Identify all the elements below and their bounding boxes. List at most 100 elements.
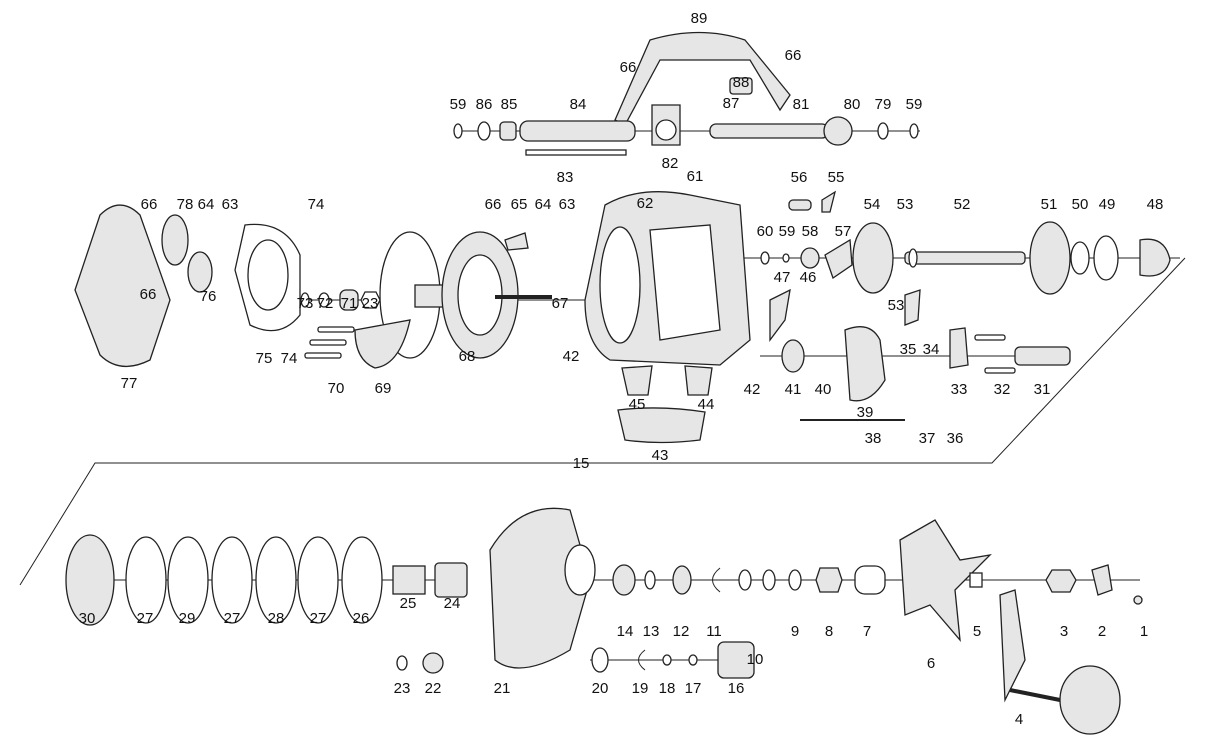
part-label-49: 49: [1099, 196, 1116, 213]
part-2: [1091, 564, 1113, 596]
part-label-29: 29: [179, 610, 196, 627]
part-label-68: 68: [459, 348, 476, 365]
part-gear-78: [161, 214, 189, 266]
part-label-78: 78: [177, 196, 194, 213]
part-pin-56: [788, 199, 812, 211]
part-label-53: 53: [897, 196, 914, 213]
part-label-65: 65: [511, 196, 528, 213]
part-label-66: 66: [785, 47, 802, 64]
part-label-11: 11: [706, 623, 722, 640]
part-label-63: 63: [559, 196, 576, 213]
part-label-54: 54: [864, 196, 881, 213]
part-spool-68: [379, 231, 552, 359]
part-48: [1139, 238, 1171, 277]
part-65: [504, 232, 529, 251]
part-brake-69: [354, 319, 411, 369]
part-label-52: 52: [954, 196, 971, 213]
part-label-41: 41: [785, 381, 802, 398]
part-label-14: 14: [617, 623, 634, 640]
part-side-plate-77: [74, 204, 171, 367]
bearings-73-71: [300, 289, 381, 311]
part-39: [844, 326, 886, 402]
part-label-10: 10: [747, 651, 764, 668]
part-label-63: 63: [222, 196, 239, 213]
part-label-70: 70: [328, 380, 345, 397]
part-label-48: 48: [1147, 196, 1164, 213]
part-label-81: 81: [793, 96, 810, 113]
part-label-13: 13: [643, 623, 660, 640]
part-35: [904, 289, 921, 326]
part-label-77: 77: [121, 375, 138, 392]
small-washers-top: [453, 121, 919, 141]
part-label-15: 15: [573, 455, 590, 472]
part-label-73: 73: [297, 295, 314, 312]
parts-45-44: [621, 365, 713, 396]
part-label-59: 59: [906, 96, 923, 113]
part-ratchet-51: [1029, 221, 1071, 295]
part-83: [525, 149, 627, 156]
part-label-31: 31: [1034, 381, 1051, 398]
part-label-6: 6: [927, 655, 935, 672]
part-label-50: 50: [1072, 196, 1089, 213]
part-label-66: 66: [485, 196, 502, 213]
part-washer-49: [1093, 235, 1119, 281]
part-label-4: 4: [1015, 711, 1023, 728]
part-label-58: 58: [802, 223, 819, 240]
part-label-88: 88: [733, 74, 750, 91]
drag-washers: [125, 536, 383, 624]
part-screw-1: [1133, 595, 1143, 605]
part-main-gear-54: [852, 222, 894, 294]
part-label-62: 62: [637, 195, 654, 212]
part-label-79: 79: [875, 96, 892, 113]
part-25: [392, 565, 426, 595]
part-label-87: 87: [723, 95, 740, 112]
part-label-27: 27: [137, 610, 154, 627]
part-label-44: 44: [698, 396, 715, 413]
part-label-57: 57: [835, 223, 852, 240]
part-label-19: 19: [632, 680, 649, 697]
part-label-59: 59: [779, 223, 796, 240]
part-label-21: 21: [494, 680, 511, 697]
part-label-72: 72: [317, 295, 334, 312]
part-label-33: 33: [951, 381, 968, 398]
part-label-82: 82: [662, 155, 679, 172]
part-side-plate-21: [489, 507, 596, 669]
part-gear-30: [65, 534, 115, 626]
perspective-plane-lines: [19, 257, 1186, 586]
part-label-2: 2: [1098, 623, 1106, 640]
part-label-42: 42: [563, 348, 580, 365]
part-label-61: 61: [687, 168, 704, 185]
part-label-25: 25: [400, 595, 417, 612]
part-handle-4: [999, 589, 1121, 735]
part-gear-80: [823, 116, 853, 146]
part-label-55: 55: [828, 169, 845, 186]
part-label-3: 3: [1060, 623, 1068, 640]
part-label-64: 64: [198, 196, 215, 213]
part-88: [729, 77, 753, 95]
part-label-37: 37: [919, 430, 936, 447]
part-knob-16: [717, 641, 755, 679]
part-bearing-41: [781, 339, 805, 373]
part-47: [769, 288, 791, 342]
spring-upper: [974, 334, 1006, 341]
part-57: [824, 238, 853, 280]
part-label-75: 75: [256, 350, 273, 367]
bottom-small-parts: [396, 641, 755, 679]
part-label-32: 32: [994, 381, 1011, 398]
spring-32: [984, 367, 1016, 374]
part-label-23: 23: [362, 295, 379, 312]
part-label-45: 45: [629, 396, 646, 413]
part-43: [617, 407, 706, 444]
bearings-14-8: [612, 564, 886, 596]
part-nut-3: [1045, 569, 1077, 593]
part-tube-84: [519, 120, 636, 142]
part-label-28: 28: [268, 610, 285, 627]
part-label-35: 35: [900, 341, 917, 358]
part-label-7: 7: [863, 623, 871, 640]
part-label-51: 51: [1041, 196, 1058, 213]
part-cover-89: [614, 31, 791, 126]
part-label-66: 66: [141, 196, 158, 213]
part-76: [187, 251, 213, 293]
part-label-20: 20: [592, 680, 609, 697]
